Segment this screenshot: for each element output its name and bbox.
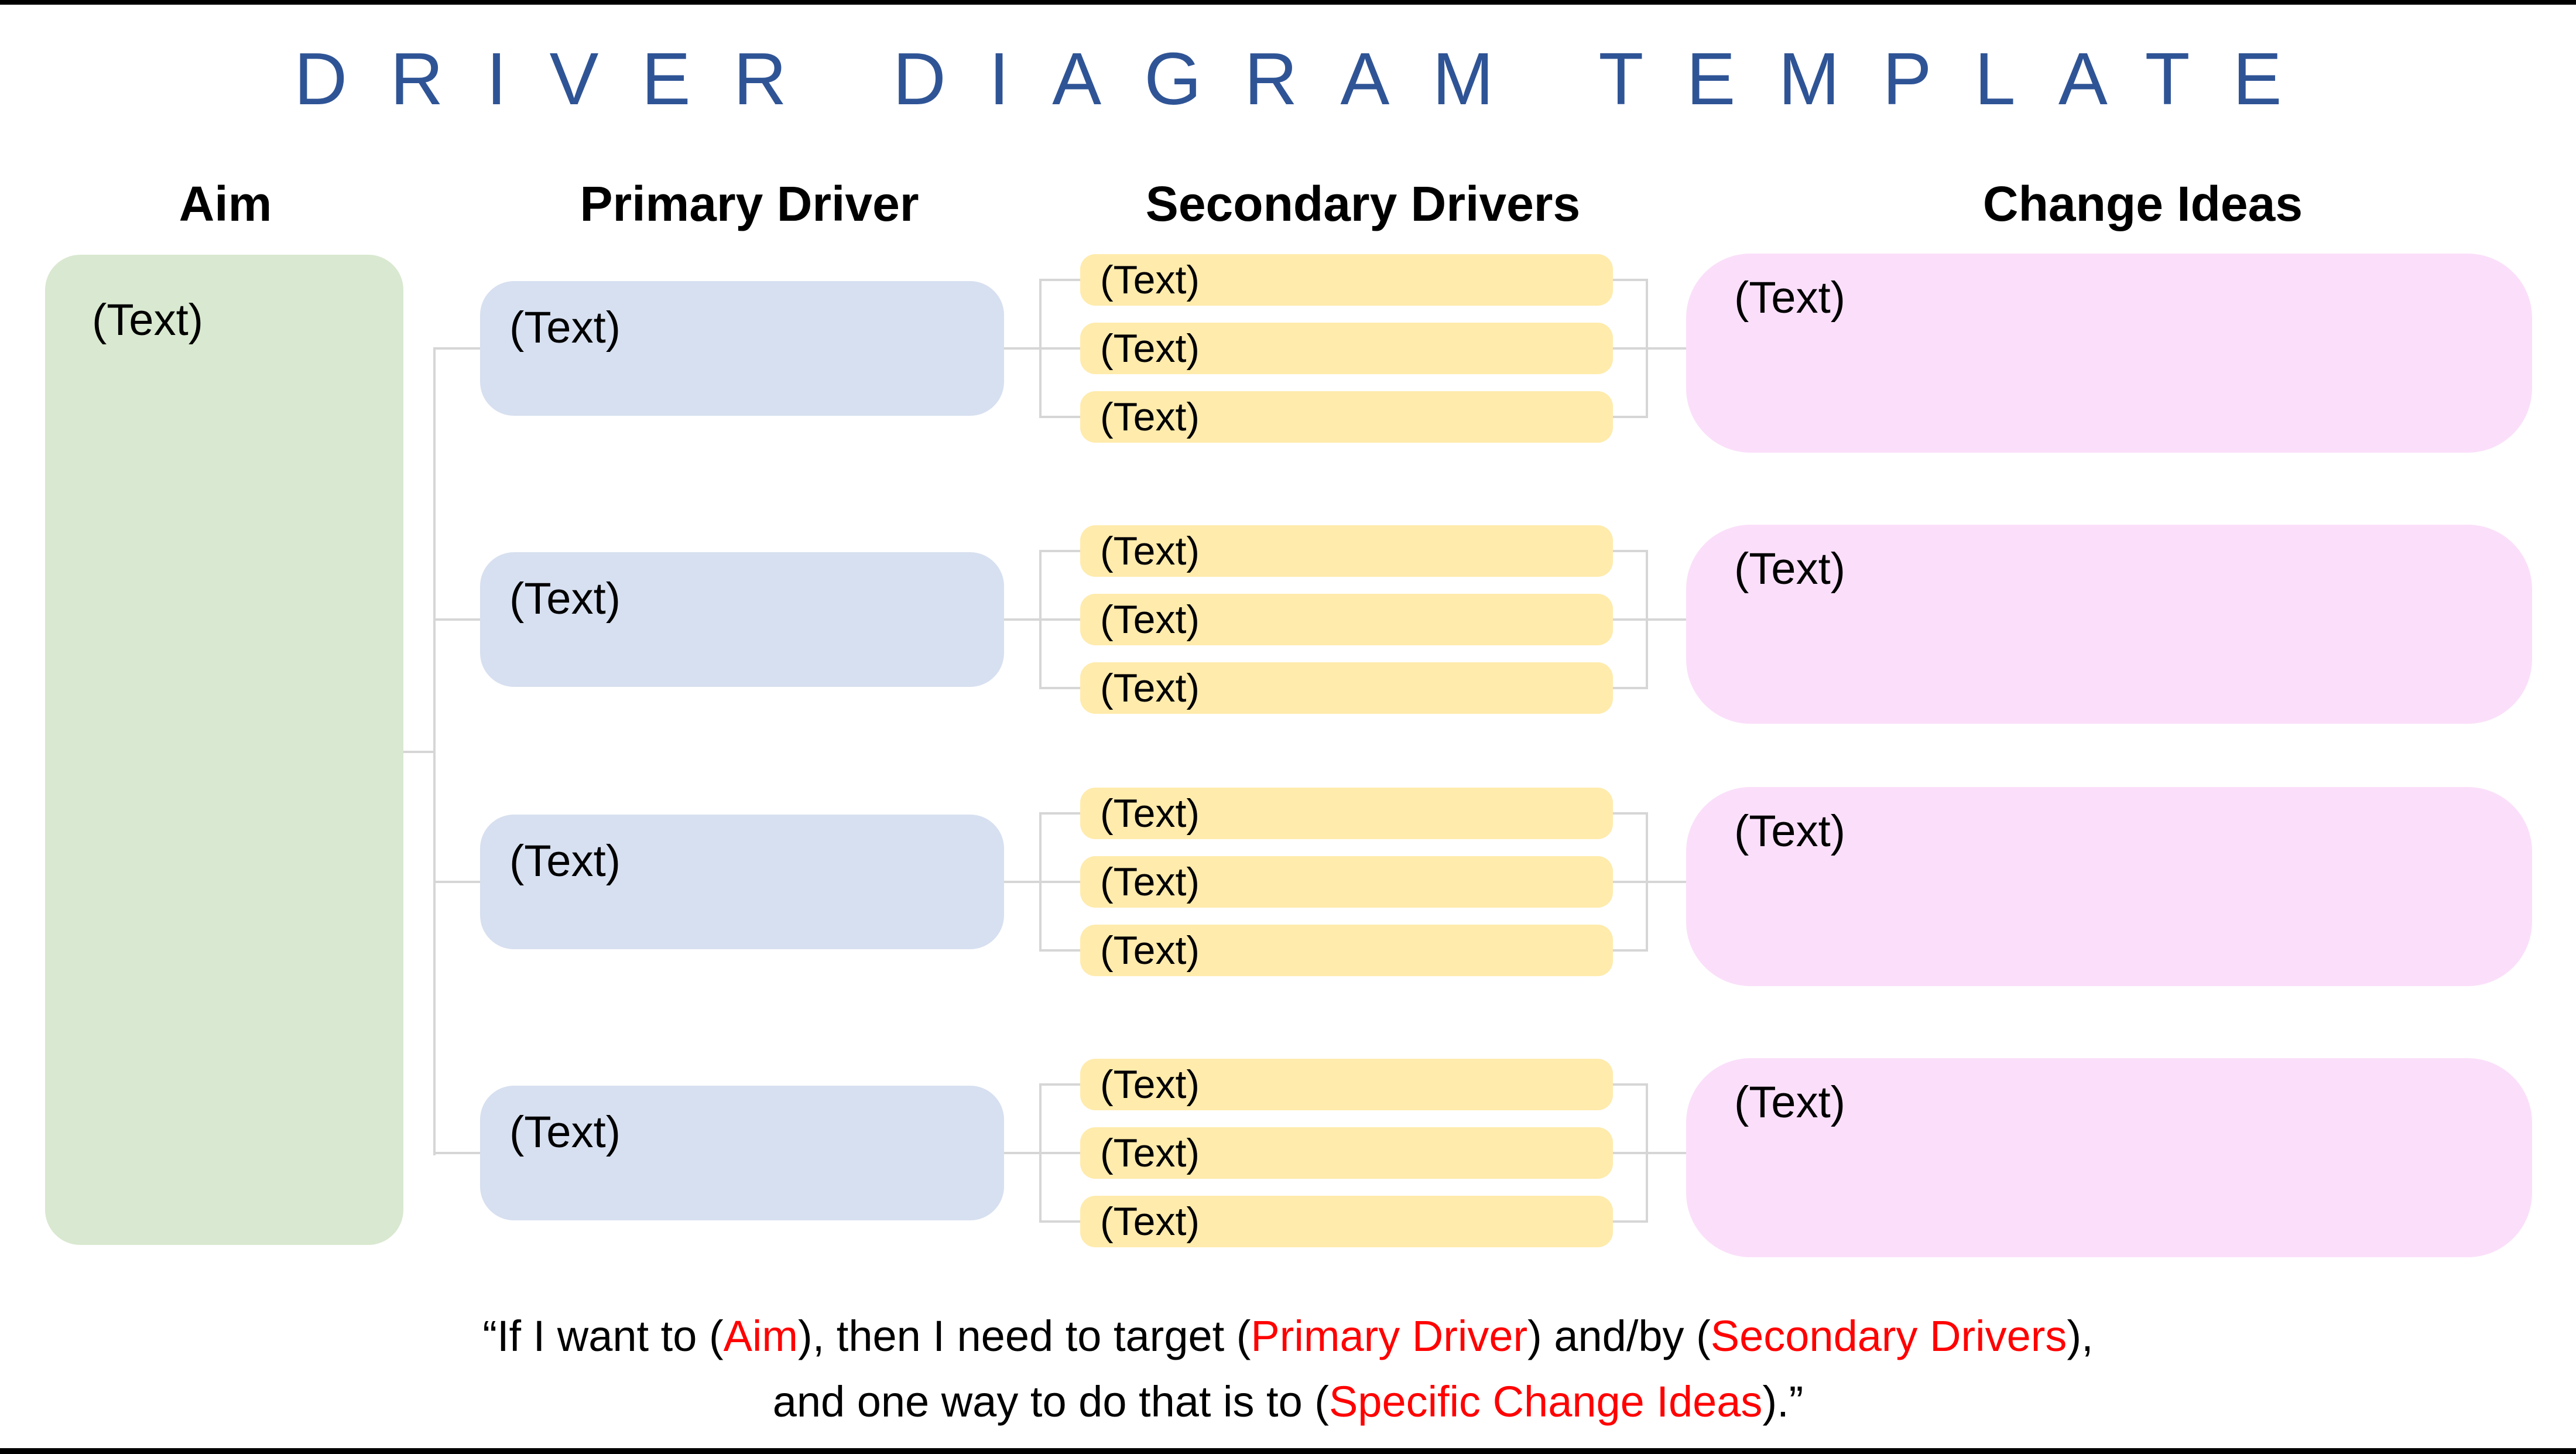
primary-driver-label: (Text) — [509, 303, 621, 353]
secondary-driver-label: (Text) — [1100, 1062, 1200, 1107]
connector-aim-to-driver-1 — [433, 347, 481, 350]
formula-quote: “If I want to (Aim), then I need to targ… — [0, 1304, 2576, 1435]
connector-driver1-main — [1004, 347, 1081, 350]
secondary-driver-box-2-1: (Text) — [1080, 525, 1613, 577]
primary-driver-label: (Text) — [509, 574, 621, 624]
change-idea-box-3: (Text) — [1686, 787, 2532, 986]
bottom-frame-bar — [0, 1448, 2576, 1454]
change-idea-label: (Text) — [1734, 1077, 1845, 1127]
column-header-secondary-drivers: Secondary Drivers — [1145, 176, 1581, 231]
connector-driver1-stub-bottom — [1039, 416, 1081, 418]
secondary-driver-label: (Text) — [1100, 860, 1200, 904]
column-header-change-ideas: Change Ideas — [1982, 176, 2303, 231]
change-idea-box-2: (Text) — [1686, 525, 2532, 724]
secondary-driver-label: (Text) — [1100, 1131, 1200, 1175]
primary-driver-label: (Text) — [509, 836, 621, 886]
connector-group2-stub-top — [1611, 550, 1648, 552]
aim-box-label: (Text) — [92, 295, 203, 345]
connector-driver3-branch — [1039, 812, 1042, 952]
secondary-driver-box-2-2: (Text) — [1080, 594, 1613, 645]
secondary-driver-label: (Text) — [1100, 326, 1200, 371]
change-idea-label: (Text) — [1734, 544, 1845, 594]
quote-text: ).” — [1762, 1377, 1804, 1426]
column-header-primary-driver: Primary Driver — [580, 176, 919, 231]
page-title: DRIVER DIAGRAM TEMPLATE — [294, 37, 2325, 120]
connector-driver2-stub-bottom — [1039, 687, 1081, 689]
primary-driver-box-3: (Text) — [480, 815, 1004, 949]
secondary-driver-box-1-2: (Text) — [1080, 323, 1613, 374]
secondary-driver-box-4-3: (Text) — [1080, 1196, 1613, 1247]
change-idea-label: (Text) — [1734, 273, 1845, 323]
secondary-driver-label: (Text) — [1100, 529, 1200, 573]
connector-driver3-stub-top — [1039, 812, 1081, 815]
column-header-aim: Aim — [179, 176, 272, 231]
secondary-driver-box-4-1: (Text) — [1080, 1059, 1613, 1110]
quote-text: ), then I need to target ( — [798, 1312, 1251, 1360]
quote-text: “If I want to ( — [482, 1312, 724, 1360]
primary-driver-box-4: (Text) — [480, 1086, 1004, 1220]
connector-driver4-main — [1004, 1152, 1081, 1154]
connector-group3-stub-bottom — [1611, 949, 1648, 952]
primary-driver-box-1: (Text) — [480, 281, 1004, 416]
secondary-driver-label: (Text) — [1100, 395, 1200, 439]
secondary-driver-box-4-2: (Text) — [1080, 1127, 1613, 1179]
quote-change-ideas-highlight: Specific Change Ideas — [1328, 1377, 1763, 1426]
connector-driver2-branch — [1039, 550, 1042, 689]
change-idea-box-1: (Text) — [1686, 254, 2532, 453]
connector-group2-to-idea — [1611, 618, 1687, 621]
secondary-driver-label: (Text) — [1100, 666, 1200, 710]
connector-group4-stub-bottom — [1611, 1220, 1648, 1223]
quote-secondary-drivers-highlight: Secondary Drivers — [1710, 1312, 2067, 1360]
secondary-driver-label: (Text) — [1100, 1199, 1200, 1244]
connector-driver2-main — [1004, 618, 1081, 621]
formula-quote-line-1: “If I want to (Aim), then I need to targ… — [0, 1304, 2576, 1369]
connector-driver1-stub-top — [1039, 279, 1081, 281]
secondary-driver-box-3-3: (Text) — [1080, 925, 1613, 976]
quote-text: ), — [2067, 1312, 2094, 1360]
primary-driver-label: (Text) — [509, 1107, 621, 1157]
connector-driver1-branch — [1039, 279, 1042, 418]
connector-aim-to-driver-3 — [433, 881, 481, 883]
connector-driver4-stub-bottom — [1039, 1220, 1081, 1223]
connector-group4-to-idea — [1611, 1152, 1687, 1154]
secondary-driver-label: (Text) — [1100, 791, 1200, 836]
secondary-driver-box-3-1: (Text) — [1080, 788, 1613, 839]
secondary-driver-box-1-1: (Text) — [1080, 254, 1613, 306]
connector-group3-to-idea — [1611, 881, 1687, 883]
connector-group2-stub-bottom — [1611, 687, 1648, 689]
secondary-driver-box-1-3: (Text) — [1080, 391, 1613, 443]
change-idea-box-4: (Text) — [1686, 1058, 2532, 1257]
connector-group3-stub-top — [1611, 812, 1648, 815]
connector-aim-stub — [403, 751, 436, 753]
quote-primary-driver-highlight: Primary Driver — [1251, 1312, 1528, 1360]
connector-group1-to-idea — [1611, 347, 1687, 350]
connector-aim-to-driver-4 — [433, 1152, 481, 1154]
secondary-driver-box-2-3: (Text) — [1080, 662, 1613, 714]
formula-quote-line-2: and one way to do that is to (Specific C… — [0, 1369, 2576, 1435]
secondary-driver-box-3-2: (Text) — [1080, 856, 1613, 908]
connector-driver3-stub-bottom — [1039, 949, 1081, 952]
connector-group1-stub-bottom — [1611, 416, 1648, 418]
secondary-driver-label: (Text) — [1100, 597, 1200, 642]
connector-group1-stub-top — [1611, 279, 1648, 281]
connector-aim-to-driver-2 — [433, 618, 481, 621]
connector-driver4-branch — [1039, 1083, 1042, 1223]
connector-driver3-main — [1004, 881, 1081, 883]
top-frame-bar — [0, 0, 2576, 5]
quote-text: ) and/by ( — [1527, 1312, 1711, 1360]
quote-text: and one way to do that is to ( — [772, 1377, 1329, 1426]
secondary-driver-label: (Text) — [1100, 258, 1200, 302]
quote-aim-highlight: Aim — [723, 1312, 799, 1360]
aim-box: (Text) — [45, 255, 403, 1245]
connector-driver2-stub-top — [1039, 550, 1081, 552]
change-idea-label: (Text) — [1734, 806, 1845, 856]
secondary-driver-label: (Text) — [1100, 928, 1200, 973]
connector-driver4-stub-top — [1039, 1083, 1081, 1086]
primary-driver-box-2: (Text) — [480, 552, 1004, 687]
connector-group4-stub-top — [1611, 1083, 1648, 1086]
